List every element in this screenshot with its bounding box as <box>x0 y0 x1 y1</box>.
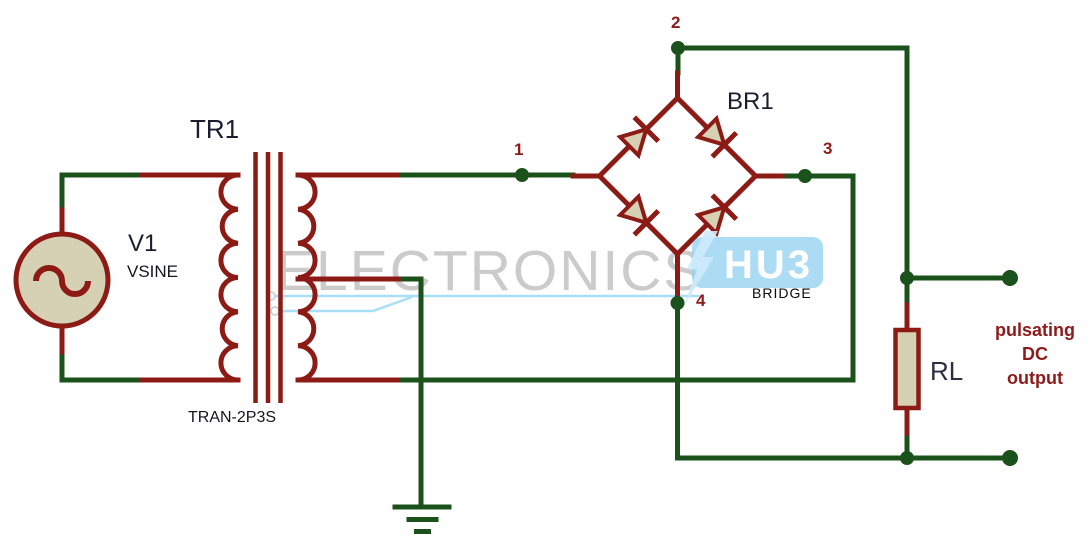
voltage-source <box>13 231 111 329</box>
junction-dot-node3 <box>798 169 812 183</box>
junction-dot-load-bottom <box>900 451 914 465</box>
bridge-node-4-label: 4 <box>696 291 706 310</box>
source-ref-label: V1 <box>128 230 158 257</box>
load-ref-label: RL <box>930 356 964 386</box>
diode-bottom-left-icon <box>616 192 661 237</box>
output-annotation: pulsating DC output <box>983 318 1087 390</box>
watermark-pin-circle <box>270 306 280 316</box>
wire-center-tap-ground <box>395 276 424 510</box>
diode-top-right-icon <box>694 114 739 159</box>
sine-icon <box>33 265 91 297</box>
output-terminal-negative <box>1002 450 1018 466</box>
junction-dot-load-top <box>900 271 914 285</box>
transformer-ref-label: TR1 <box>190 114 240 144</box>
output-annotation-line2: DC <box>1022 344 1048 364</box>
bridge-node-1-label: 1 <box>514 140 524 159</box>
bridge-rectifier <box>595 94 760 258</box>
output-annotation-line1: pulsating <box>995 320 1075 340</box>
wire-source-bottom <box>59 349 145 383</box>
watermark-badge-text: HU3 <box>724 243 814 287</box>
ground-symbol <box>392 504 452 534</box>
output-terminal-positive <box>1002 270 1018 286</box>
junction-dot-node2 <box>671 41 685 55</box>
diode-top-left-icon <box>616 115 661 160</box>
source-type-label: VSINE <box>127 262 179 281</box>
bridge-ref-label: BR1 <box>727 88 774 115</box>
bridge-node-2-label: 2 <box>671 13 681 32</box>
wire-source-top <box>59 172 145 213</box>
primary-winding <box>218 172 241 383</box>
load-resistor <box>893 327 921 411</box>
source-body <box>13 231 111 329</box>
bridge-diamond <box>595 94 760 258</box>
bridge-type-label: BRIDGE <box>752 285 812 301</box>
watermark-pin-circle <box>266 291 276 301</box>
bridge-node-3-label: 3 <box>823 139 833 158</box>
junction-dot-node1 <box>515 168 529 182</box>
diode-bottom-right-icon <box>694 193 739 238</box>
transformer-type-label: TRAN-2P3S <box>188 409 277 426</box>
output-annotation-line3: output <box>1007 368 1063 388</box>
watermark-brand-text: ELECTRONICS <box>276 239 704 303</box>
